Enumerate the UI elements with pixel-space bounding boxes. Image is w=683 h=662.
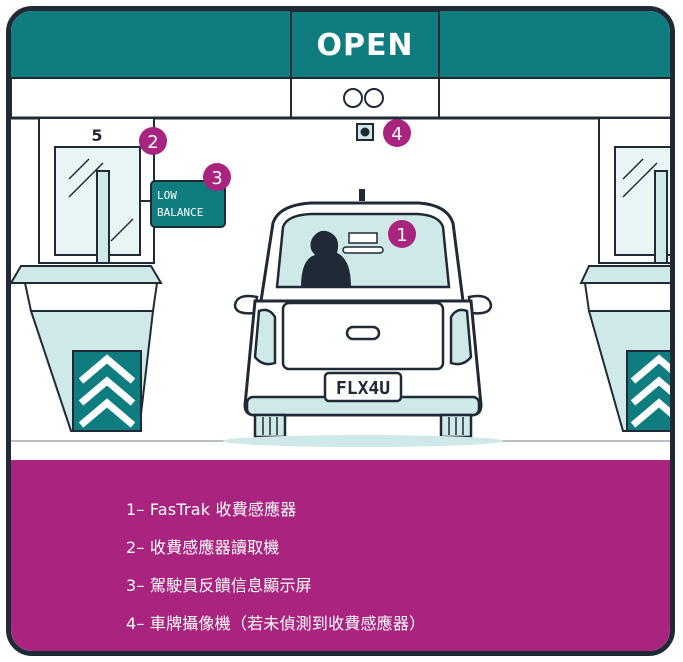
legend-panel: 1– FasTrak 收費感應器 2– 收費感應器讀取機 3– 駕駛員反饋信息顯… bbox=[11, 460, 670, 651]
legend-item-4: 4– 車牌攝像機（若未偵測到收費感應器） bbox=[126, 614, 426, 633]
legend-item-2: 2– 收費感應器讀取機 bbox=[126, 538, 280, 557]
low-balance-display: LOW BALANCE bbox=[139, 180, 226, 228]
marker-1-label: 1 bbox=[396, 225, 407, 246]
marker-1: 1 bbox=[388, 220, 416, 248]
right-toll-booth bbox=[579, 117, 670, 432]
booth-number: 5 bbox=[91, 126, 102, 145]
sign-line-1: LOW bbox=[157, 189, 177, 202]
license-plate-text: FLX4U bbox=[336, 378, 390, 399]
open-sign-text: OPEN bbox=[316, 28, 413, 63]
marker-3: 3 bbox=[203, 163, 231, 191]
marker-4-label: 4 bbox=[391, 124, 402, 145]
left-toll-booth: 5 bbox=[11, 117, 163, 432]
canopy-beam bbox=[11, 77, 670, 119]
marker-2: 2 bbox=[139, 127, 167, 155]
marker-4: 4 bbox=[383, 119, 411, 147]
reader-lights bbox=[343, 88, 384, 108]
sign-line-2: BALANCE bbox=[157, 206, 203, 219]
license-plate bbox=[323, 371, 403, 403]
toll-lane-scene: OPEN 5 bbox=[11, 11, 670, 447]
car: FLX4U bbox=[223, 189, 503, 447]
legend-item-3: 3– 駕駛員反饋信息顯示屏 bbox=[126, 576, 312, 595]
legend-item-1: 1– FasTrak 收費感應器 bbox=[126, 500, 297, 519]
marker-2-label: 2 bbox=[147, 132, 158, 153]
open-sign-panel bbox=[290, 11, 440, 79]
fastrak-transponder bbox=[348, 232, 378, 244]
illustration-card: OPEN 5 bbox=[6, 6, 675, 656]
marker-3-label: 3 bbox=[211, 168, 222, 189]
